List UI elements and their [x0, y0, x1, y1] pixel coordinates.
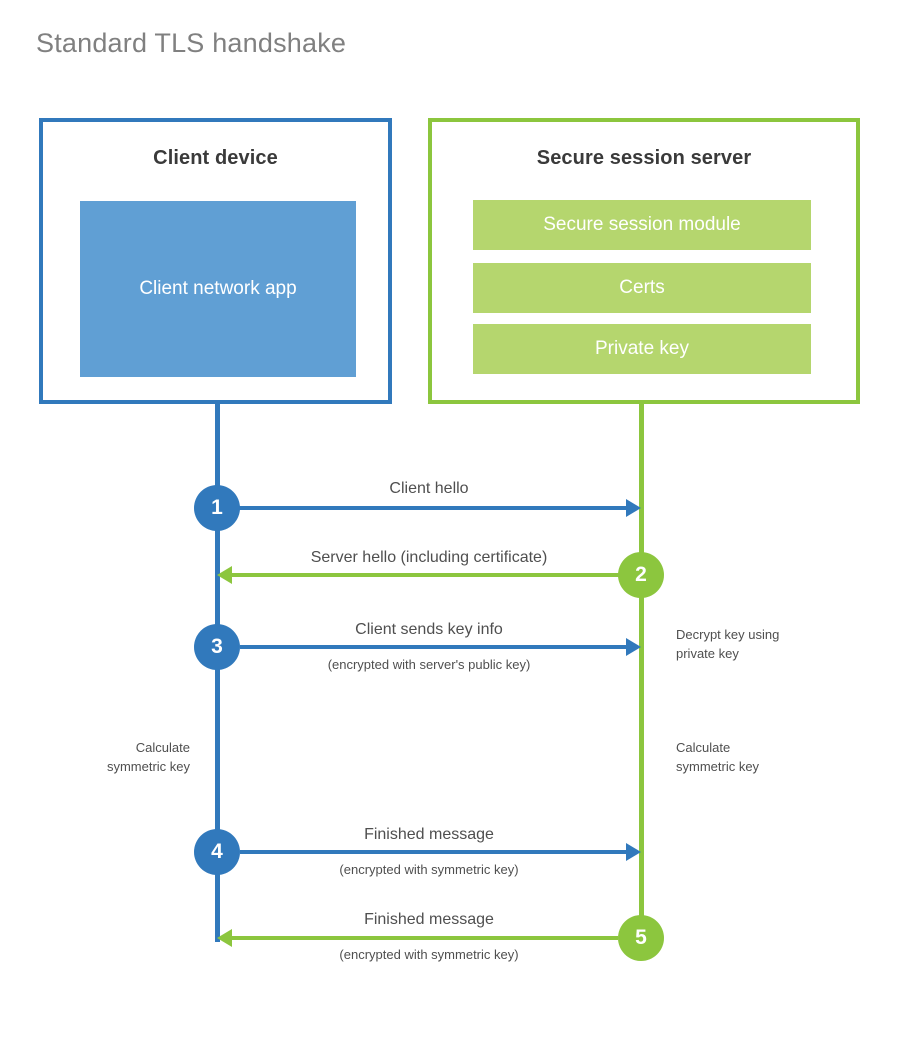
client-lifeline — [215, 402, 220, 942]
step-3-sublabel: (encrypted with server's public key) — [327, 657, 531, 672]
step-4-marker[interactable]: 4 — [194, 829, 240, 875]
step-1-label: Client hello — [389, 480, 469, 497]
certs-block: Certs — [473, 263, 811, 313]
step-4-arrow-line — [240, 850, 626, 854]
secure-session-server-title: Secure session server — [536, 147, 752, 169]
step-5-arrow-head — [217, 929, 232, 947]
step-3-arrow-head — [626, 638, 641, 656]
client-calculate-note: Calculate symmetric key — [40, 739, 190, 777]
step-3-arrow-line — [240, 645, 626, 649]
step-2-label: Server hello (including certificate) — [310, 549, 548, 566]
private-key-block: Private key — [473, 324, 811, 374]
client-device-title: Client device — [153, 147, 278, 169]
secure-session-module-block: Secure session module — [473, 200, 811, 250]
client-device-box: Client device Client network app — [39, 118, 392, 404]
step-1-marker[interactable]: 1 — [194, 485, 240, 531]
step-1-arrow-head — [626, 499, 641, 517]
client-calculate-note-line1: Calculate — [135, 740, 190, 755]
step-5-arrow-line — [232, 936, 618, 940]
step-2-arrow-head — [217, 566, 232, 584]
client-network-app-block: Client network app — [80, 201, 356, 377]
step-3-label: Client sends key info — [355, 621, 503, 638]
step-4-label: Finished message — [364, 826, 494, 843]
step-5-marker[interactable]: 5 — [618, 915, 664, 961]
server-calculate-note: Calculate symmetric key — [676, 739, 759, 777]
server-calculate-note-line1: Calculate — [676, 740, 731, 755]
step-5-label: Finished message — [364, 911, 494, 928]
step-2-arrow-line — [232, 573, 642, 577]
step-4-sublabel: (encrypted with symmetric key) — [339, 862, 519, 877]
secure-session-server-box: Secure session server Secure session mod… — [428, 118, 860, 404]
server-calculate-note-line2: symmetric key — [676, 758, 760, 774]
step-3-marker[interactable]: 3 — [194, 624, 240, 670]
server-decrypt-note-line1: Decrypt key using — [676, 627, 780, 642]
step-5-sublabel: (encrypted with symmetric key) — [339, 947, 519, 962]
step-4-arrow-head — [626, 843, 641, 861]
page-title: Standard TLS handshake — [36, 28, 347, 58]
step-1-arrow-line — [218, 506, 626, 510]
step-2-marker[interactable]: 2 — [618, 552, 664, 598]
server-decrypt-note-line2: private key — [676, 645, 739, 661]
client-calculate-note-line2: symmetric key — [106, 758, 190, 774]
server-lifeline — [639, 402, 644, 940]
server-decrypt-note: Decrypt key using private key — [676, 626, 779, 664]
